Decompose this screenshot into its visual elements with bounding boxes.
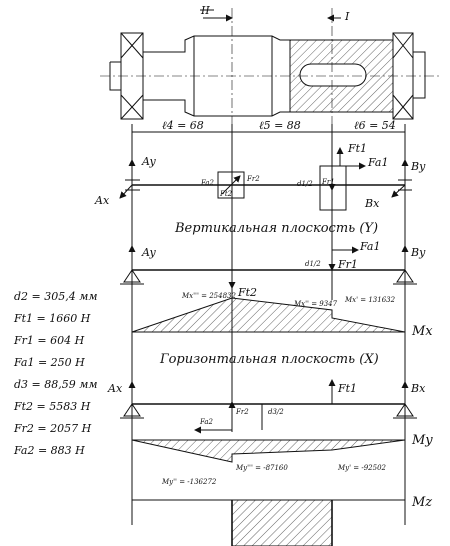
shaft-drawing <box>100 8 440 135</box>
keyway <box>299 63 367 87</box>
label-By-top: By <box>410 160 426 173</box>
label-Bx-h: Bx <box>410 382 426 395</box>
label-Fr1-v: Fr1 <box>337 258 358 271</box>
label-Ay-v: Ay <box>141 246 156 259</box>
label-Fa1-v: Fa1 <box>359 240 380 253</box>
label-Ft1-h: Ft1 <box>337 382 357 395</box>
section-label-1: I <box>344 10 350 23</box>
label-Ft1-top: Ft1 <box>347 142 367 155</box>
label-Mx3: Mx''' = 254832 <box>181 292 236 300</box>
mz-diagram: Mz <box>132 495 432 546</box>
mx-diagram: Mx''' = 254832 Mx'' = 9347 Mx' = 131632 … <box>131 292 433 339</box>
given-4: d3 = 88,59 мм <box>14 378 97 391</box>
given-5: Ft2 = 5583 Н <box>13 400 91 413</box>
horizontal-plane-scheme: Ax Bx Ft1 Fr2 Fa2 d3/2 <box>107 379 426 434</box>
label-Fr1-top: Fr1 <box>321 178 335 186</box>
vertical-plane-title: Вертикальная плоскость (Y) <box>174 221 378 236</box>
label-Fr2-h: Fr2 <box>235 408 249 416</box>
label-Ax-top: Ax <box>94 194 110 207</box>
given-7: Fa2 = 883 Н <box>13 444 85 457</box>
label-By-v: By <box>410 246 426 259</box>
dim-l4: ℓ4 = 68 <box>162 119 204 132</box>
given-0: d2 = 305,4 мм <box>14 290 97 303</box>
label-Bx-top: Bx <box>364 197 380 210</box>
label-Fr2-top: Fr2 <box>246 175 260 183</box>
label-d1-v: d1/2 <box>305 260 321 268</box>
label-My1: My' = -92502 <box>337 464 387 472</box>
label-Mx: Mx <box>411 324 433 339</box>
spatial-scheme: Ay Ax By Bx Fa2 Fr2 Ft2 Ft1 Fa1 Fr1 d1/2 <box>94 142 426 211</box>
my-diagram: My'' = -136272 My''' = -87160 My' = -925… <box>131 433 433 486</box>
label-Mx1: Mx' = 131632 <box>344 296 396 304</box>
label-Fa1-top: Fa1 <box>367 156 388 169</box>
dim-l5: ℓ5 = 88 <box>259 119 301 132</box>
label-Ft2-top: Ft2 <box>219 190 233 198</box>
vertical-plane-scheme: Ay By Ft2 Fr1 Fa1 d1/2 <box>120 240 426 299</box>
dimension-line: ℓ4 = 68 ℓ5 = 88 ℓ6 = 54 <box>131 119 406 150</box>
label-Mx2: Mx'' = 9347 <box>293 300 338 308</box>
label-Fa2-h: Fa2 <box>199 418 214 426</box>
label-My: My <box>411 433 433 448</box>
label-My2: My'' = -136272 <box>161 478 217 486</box>
label-Fa2-top: Fa2 <box>200 179 215 187</box>
given-2: Fr1 = 604 Н <box>13 334 85 347</box>
label-Ft2-v: Ft2 <box>237 286 257 299</box>
worm-body <box>319 165 347 211</box>
given-6: Fr2 = 2057 Н <box>13 422 92 435</box>
given-1: Ft1 = 1660 Н <box>13 312 91 325</box>
dim-l6: ℓ6 = 54 <box>354 119 396 132</box>
given-values: d2 = 305,4 мм Ft1 = 1660 Н Fr1 = 604 Н F… <box>13 290 97 457</box>
label-d1-top: d1/2 <box>297 180 313 188</box>
label-My3: My''' = -87160 <box>235 464 288 472</box>
section-marks: II I <box>200 4 350 135</box>
gear-body <box>217 171 245 199</box>
given-3: Fa1 = 250 Н <box>13 356 85 369</box>
label-d3-h: d3/2 <box>268 408 284 416</box>
label-Ax-h: Ax <box>107 382 123 395</box>
horizontal-plane-title: Горизонтальная плоскость (X) <box>159 352 379 367</box>
label-Mz: Mz <box>411 495 432 510</box>
label-Ay-top: Ay <box>141 155 156 168</box>
